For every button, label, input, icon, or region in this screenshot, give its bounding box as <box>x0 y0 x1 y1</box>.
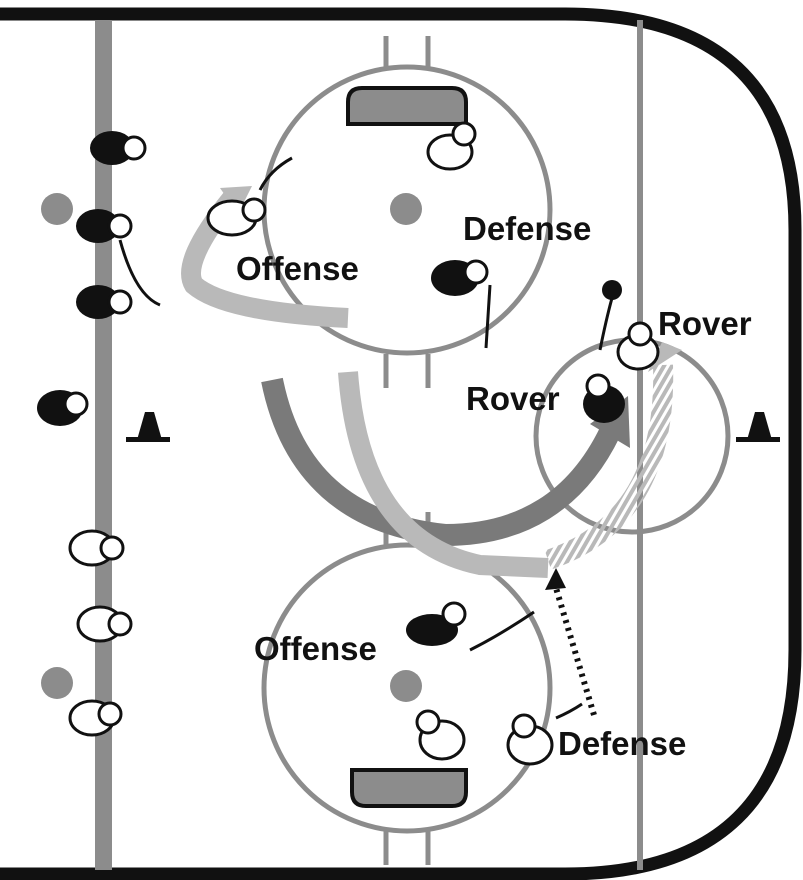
path-arrow-offense-loop <box>181 191 349 328</box>
label-defense-top: Defense <box>463 210 591 247</box>
label-defense-bottom: Defense <box>558 725 686 762</box>
faceoff-circle-bottom <box>261 512 553 865</box>
rink-boards <box>0 7 802 880</box>
cone-icon <box>126 412 170 442</box>
path-hatched <box>544 364 674 570</box>
faceoff-dot-icon <box>41 193 73 225</box>
player-icon <box>506 713 554 766</box>
player-icon <box>206 197 267 237</box>
path-arrowhead <box>545 568 566 590</box>
faceoff-dot-icon <box>390 193 422 225</box>
label-rover-right: Rover <box>658 305 752 342</box>
player-icon <box>431 259 489 296</box>
player-icon <box>90 131 147 165</box>
player-icon <box>76 209 133 243</box>
path-dotted-arrow <box>553 587 597 716</box>
path-arrowhead <box>648 342 682 372</box>
player-icon <box>68 699 123 737</box>
goal-line-right <box>637 20 643 870</box>
faceoff-dot-icon <box>390 670 422 702</box>
hockey-sticks <box>118 156 614 720</box>
label-rover-left: Rover <box>466 380 560 417</box>
player-icon <box>616 321 660 371</box>
player-icon <box>68 529 125 567</box>
path-arrow-dark <box>261 377 620 547</box>
faceoff-dot-icon <box>41 667 73 699</box>
label-offense-bottom: Offense <box>254 630 377 667</box>
cone-icon <box>736 412 780 442</box>
label-offense-top: Offense <box>236 250 359 287</box>
player-icon <box>583 373 625 423</box>
player-icon <box>76 605 133 643</box>
player-icon <box>406 601 467 646</box>
faceoff-circle-top <box>261 36 553 388</box>
player-icon <box>415 709 466 761</box>
player-icon <box>37 390 89 426</box>
path-arrow-light <box>338 371 549 578</box>
player-icon <box>76 285 133 319</box>
player-icon <box>426 121 477 171</box>
puck-icon <box>602 280 622 300</box>
